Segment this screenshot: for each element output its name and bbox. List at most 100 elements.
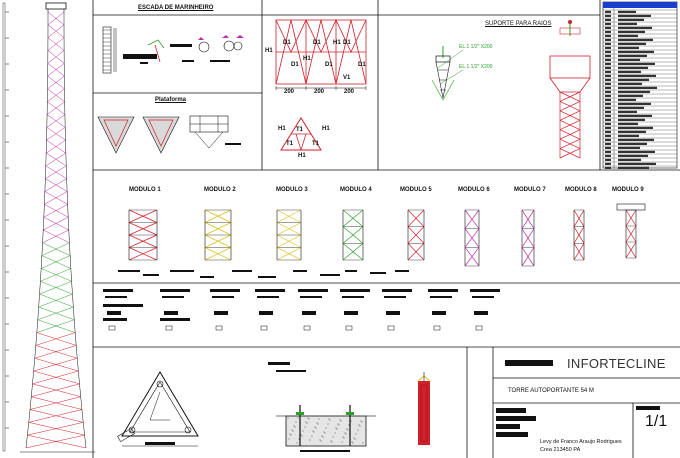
module-note-mark (370, 272, 386, 274)
bracing-label: D1 (313, 40, 321, 46)
tower-elevation (2, 2, 95, 453)
support-brace (559, 119, 581, 131)
table-text-mark (618, 34, 638, 37)
table-text-mark (618, 22, 637, 25)
module-brace (464, 209, 480, 229)
foundation-plan (117, 371, 199, 447)
tower-brace (44, 178, 67, 192)
triangle-label: H1 (298, 153, 306, 159)
tower-brace (47, 37, 65, 51)
table-text-mark (618, 86, 657, 89)
note-block-mark (107, 311, 121, 315)
table-text-mark (618, 90, 650, 93)
modules (128, 203, 646, 267)
table-text-mark (618, 62, 655, 65)
tower-leg (66, 191, 68, 205)
table-text-mark (618, 138, 654, 141)
module-brace (342, 226, 364, 244)
concrete-aggregate (338, 424, 340, 426)
concrete-aggregate (309, 439, 311, 441)
table-text-mark (618, 122, 638, 125)
tower-leg (35, 332, 38, 346)
table-index-mark (605, 66, 611, 69)
concrete-aggregate (346, 428, 348, 430)
bracing-label: V1 (343, 75, 351, 81)
bracing-label: D1 (283, 40, 291, 46)
concrete-aggregate (321, 435, 323, 437)
tower-leg (76, 358, 79, 372)
table-text-mark (618, 114, 652, 117)
note-symbol (165, 325, 173, 331)
tower-brace (31, 396, 83, 410)
section-title-lightning-support: SUPORTE PARA RAIOS (485, 21, 552, 27)
tower-leg (83, 422, 85, 436)
concrete-aggregate (354, 438, 356, 440)
module-brace (573, 209, 585, 227)
tower-brace (29, 409, 84, 423)
module-platform (616, 203, 646, 211)
tower-leg (31, 383, 33, 397)
table-index-mark (605, 102, 611, 105)
concrete-aggregate (313, 431, 315, 433)
concrete-aggregate (290, 434, 292, 436)
note-line-mark (430, 296, 452, 298)
module-title: MODULO 1 (129, 187, 161, 193)
section-title-ladder: ESCADA DE MARINHEIRO (138, 5, 214, 11)
note-line-mark (105, 296, 127, 298)
concrete-aggregate (325, 427, 327, 429)
tower-leg (75, 345, 78, 359)
table-text-mark (618, 154, 648, 157)
frame-lines (92, 0, 680, 458)
module-brace (625, 225, 637, 243)
concrete-aggregate (336, 428, 338, 430)
table-text-mark (618, 66, 648, 69)
note-heading-mark (210, 289, 240, 292)
title-block-marks (496, 360, 660, 437)
table-index-mark (605, 70, 611, 73)
module-brace (276, 234, 302, 248)
tower-brace (42, 242, 71, 256)
module-title: MODULO 5 (400, 187, 432, 193)
module-brace (521, 228, 535, 248)
concrete-aggregate (360, 420, 362, 422)
support-brace (559, 110, 581, 121)
module-note-mark (320, 274, 340, 276)
concrete-aggregate (298, 438, 300, 440)
concrete-aggregate (353, 437, 355, 439)
bracing-label: D1 (358, 62, 366, 68)
notes-area (103, 289, 500, 331)
module-note-mark (118, 270, 140, 272)
table-text-mark (618, 106, 644, 109)
module-notes (118, 270, 409, 278)
tower-brace (41, 242, 70, 256)
table-index-mark (605, 98, 611, 101)
tower-brace (46, 101, 65, 115)
concrete-aggregate (329, 419, 331, 421)
concrete-aggregate (306, 422, 308, 424)
author-registration: Crea 213450 PA (540, 447, 581, 453)
concrete-aggregate (332, 436, 334, 438)
module-title: MODULO 7 (514, 187, 546, 193)
table-index-mark (605, 134, 611, 137)
table-text-mark (618, 98, 636, 101)
concrete-aggregate (300, 434, 302, 436)
concrete-aggregate (331, 441, 333, 443)
parts-table (602, 1, 678, 169)
tower-leg (81, 409, 84, 423)
tower-brace (45, 165, 67, 179)
tower-leg (42, 229, 44, 243)
tower-brace (44, 204, 69, 218)
table-index-mark (605, 162, 611, 165)
tower-brace (46, 114, 66, 128)
note-symbol (387, 325, 395, 331)
bracing-dimensions (275, 86, 367, 90)
dimension-label: 200 (284, 89, 295, 95)
dimension-label: 200 (344, 89, 355, 95)
tower-brace (40, 281, 73, 295)
dimension-label: 200 (314, 89, 325, 95)
table-index-mark (605, 126, 611, 129)
concrete-aggregate (344, 432, 346, 434)
module-brace (342, 243, 364, 261)
tower-leg (67, 204, 69, 218)
concrete-aggregate (358, 424, 360, 426)
